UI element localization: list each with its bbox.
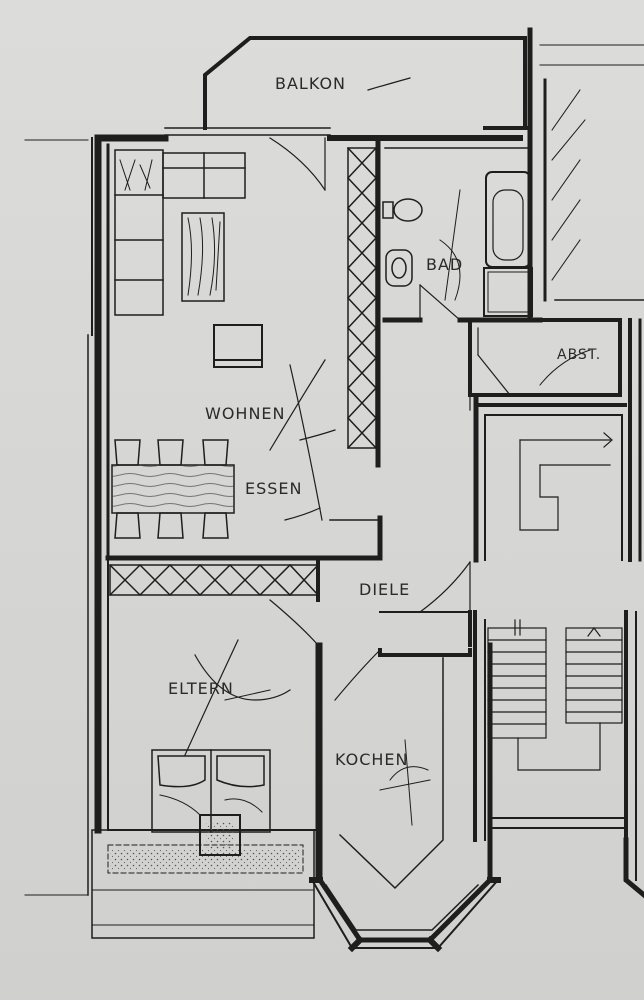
dining-table	[111, 439, 235, 539]
staircase-lower	[473, 610, 644, 899]
room-label-kochen: KOCHEN	[335, 750, 409, 769]
outer-wall-left	[24, 134, 169, 896]
wardrobe-vertical	[346, 146, 378, 450]
shower-tray	[483, 267, 533, 317]
storage-room	[468, 318, 622, 397]
room-label-essen: ESSEN	[245, 479, 303, 498]
wardrobe-horizontal	[108, 560, 320, 602]
double-bed	[151, 749, 271, 833]
armchair	[213, 324, 263, 368]
sofa	[162, 152, 246, 199]
coffee-table	[181, 212, 225, 302]
hall-doors	[269, 561, 471, 701]
bathroom	[382, 135, 543, 323]
room-label-balkon: BALKON	[275, 74, 347, 93]
kitchen	[309, 642, 501, 953]
balcony	[164, 36, 527, 136]
stair-core	[473, 318, 642, 563]
toilet	[382, 198, 423, 222]
room-label-diele: DIELE	[359, 580, 411, 599]
room-label-abst: ABST.	[557, 347, 602, 363]
light-marks	[269, 77, 411, 521]
neighbour-strip	[539, 44, 644, 302]
balcony-door	[269, 137, 326, 191]
room-label-bad: BAD	[426, 255, 464, 274]
room-label-eltern: ELTERN	[168, 679, 234, 698]
room-label-wohnen: WOHNEN	[205, 404, 286, 423]
sideboard-left	[114, 149, 164, 316]
washbasin	[385, 249, 413, 287]
terrace	[91, 814, 315, 939]
